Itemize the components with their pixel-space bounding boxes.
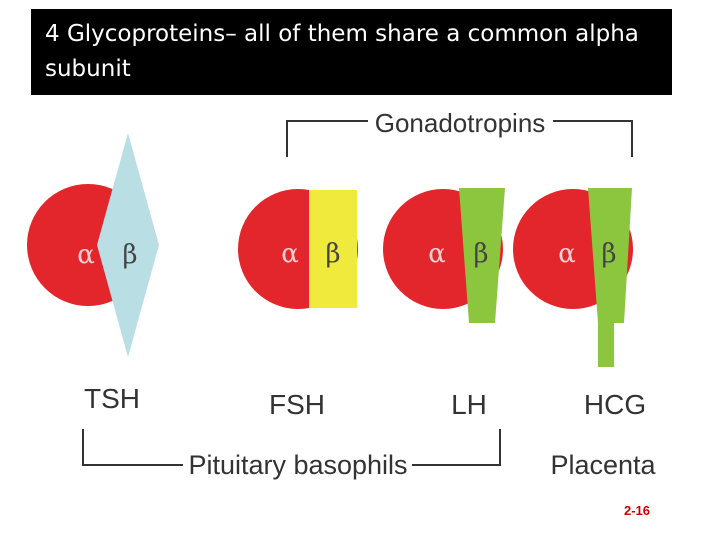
fsh-beta-symbol: β	[325, 239, 340, 269]
tsh-beta-symbol: β	[122, 240, 137, 270]
tsh-beta-subunit	[97, 133, 159, 357]
fsh-beta-subunit	[309, 190, 357, 308]
gonadotropins-bracket: Gonadotropins	[286, 108, 633, 157]
hcg-beta-subunit	[588, 188, 632, 367]
lh-label: LH	[451, 389, 487, 420]
slide-number: 2-16	[623, 503, 650, 518]
lh-alpha-symbol: α	[428, 239, 446, 269]
lh-beta-subunit	[459, 188, 505, 323]
hcg-beta-symbol: β	[601, 239, 616, 269]
fsh-label: FSH	[269, 389, 325, 420]
tsh-molecule: α β	[27, 133, 159, 357]
tsh-alpha-symbol: α	[77, 240, 95, 270]
fsh-alpha-symbol: α	[281, 239, 299, 269]
lh-beta-symbol: β	[473, 239, 488, 269]
lh-molecule: α β	[383, 188, 505, 323]
hcg-molecule: α β	[513, 188, 633, 367]
gonadotropins-label: Gonadotropins	[375, 108, 546, 138]
fsh-molecule: α β	[238, 189, 358, 309]
pituitary-basophils-label: Pituitary basophils	[188, 450, 407, 480]
tsh-label: TSH	[84, 383, 140, 414]
hcg-alpha-symbol: α	[558, 239, 576, 269]
pituitary-bracket: Pituitary basophils	[82, 429, 501, 480]
hcg-label: HCG	[584, 389, 646, 420]
slide-title: 4 Glycoproteins– all of them share a com…	[45, 21, 639, 82]
title-bar: 4 Glycoproteins– all of them share a com…	[31, 9, 672, 95]
placenta-label: Placenta	[550, 450, 656, 480]
